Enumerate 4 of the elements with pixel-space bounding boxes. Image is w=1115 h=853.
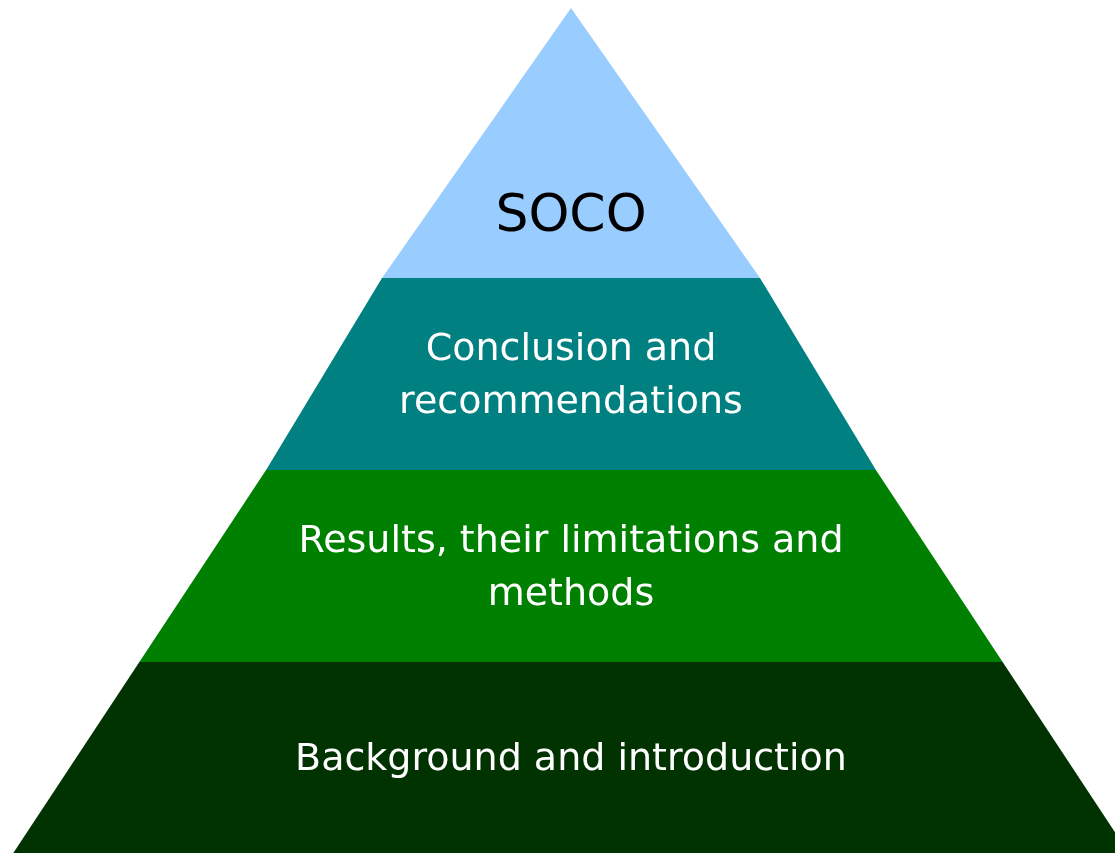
tier-label: SOCO	[494, 181, 648, 245]
tier-label: Results, their limitations and methods	[297, 516, 845, 617]
tier-label: Background and introduction	[294, 734, 848, 781]
tier-label: Conclusion and recommendations	[398, 324, 744, 425]
